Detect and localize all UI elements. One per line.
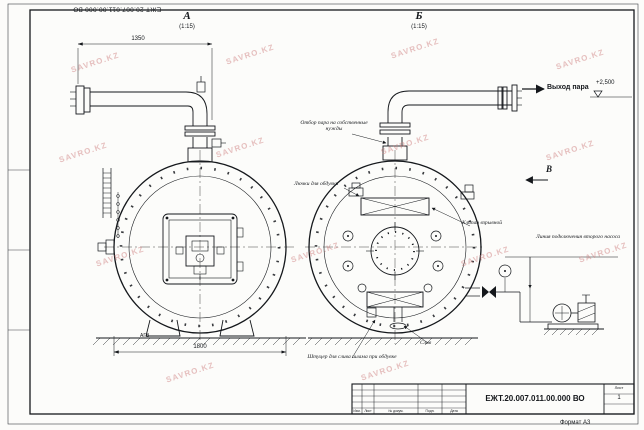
doc-number-top: ЕЖТ 20.007.011.00.000 ВО xyxy=(72,5,162,13)
sheet-frame xyxy=(7,3,639,425)
annotation-blow-hatches: Лючки для обдувки xyxy=(294,181,339,187)
ladder xyxy=(102,168,112,218)
annotation-drain: Слив xyxy=(420,340,432,346)
shell-gauges xyxy=(342,230,444,293)
view-b-geometry xyxy=(304,84,604,346)
furnace-door xyxy=(162,213,244,285)
steam-pipe-right xyxy=(379,84,522,161)
pressure-gauge xyxy=(498,264,512,278)
view-a-label: А xyxy=(183,10,191,22)
dimension-lines xyxy=(77,42,287,356)
dimension-width-top: 1350 xyxy=(131,36,145,42)
pump-ground-hatch xyxy=(543,328,599,336)
leader-lines xyxy=(343,84,632,359)
titleblock-col-sign: Подп. xyxy=(425,409,435,413)
manhole xyxy=(366,222,424,280)
ground-hatch-left xyxy=(92,337,301,346)
bolt-ring-rear xyxy=(314,166,476,328)
blow-hatch-nozzles xyxy=(348,182,475,318)
ground-hatch-right xyxy=(304,337,473,346)
steam-pipe-left xyxy=(70,76,226,163)
explosion-valve-hatch xyxy=(360,197,430,216)
supports-front xyxy=(145,319,255,337)
view-a-geometry xyxy=(70,76,306,346)
annotation-second-pump-line: Линия подключения второго насоса xyxy=(536,234,620,240)
dimension-width-bottom: 1800 xyxy=(193,344,207,350)
annotation-agv: АГВ xyxy=(140,333,150,339)
elevation-mark xyxy=(590,90,632,98)
door-chain xyxy=(116,192,120,238)
titleblock-sheet-label: Лист xyxy=(614,385,624,390)
titleblock-col-list: Лист xyxy=(364,409,372,413)
view-b-scale: (1:15) xyxy=(411,24,427,30)
view-direction-label: В xyxy=(546,164,553,174)
view-a-scale: (1:15) xyxy=(179,24,195,30)
titleblock-col-date: Дата xyxy=(450,409,458,413)
format-label: Формат А3 xyxy=(560,420,591,426)
titleblock-col-izm: Изм. xyxy=(353,409,361,413)
titleblock-col-doc: № докум. xyxy=(388,409,404,413)
steam-out-label: Выход пара xyxy=(547,84,589,91)
title-block xyxy=(351,383,635,415)
titleblock-doc-number: ЕЖТ.20.007.011.00.000 ВО xyxy=(485,394,585,403)
pump-unit xyxy=(547,294,599,330)
annotation-explosion-valve: Клапан взрывной xyxy=(462,220,503,226)
pump-casing xyxy=(577,302,596,323)
boiler-shell-rear xyxy=(308,160,482,334)
annotation-sludge-nozzle: Штуцер для слива шлама при обдувке xyxy=(307,354,397,360)
bottom-hatch xyxy=(366,291,424,308)
view-b-label: Б xyxy=(415,10,423,22)
feed-piping xyxy=(465,257,552,323)
titleblock-sheet-value: 1 xyxy=(617,395,621,401)
bolt-ring-front xyxy=(119,166,281,328)
annotation-steam-tap: Отбор пара на собственные нужды xyxy=(300,120,368,133)
elevation-label: +2,500 xyxy=(596,80,615,86)
side-nozzle xyxy=(97,239,115,255)
burner-assembly xyxy=(175,235,225,280)
